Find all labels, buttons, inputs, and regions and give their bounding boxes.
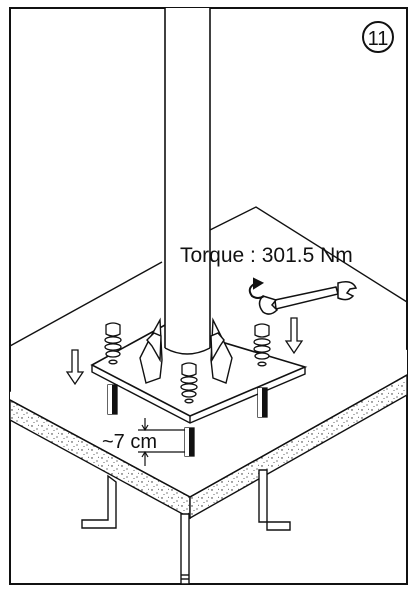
down-arrow-icon (284, 317, 304, 355)
step-badge: 11 (362, 21, 394, 53)
bolt-left (104, 322, 122, 365)
anchor-tips (107, 384, 268, 457)
down-arrow-icon (65, 349, 85, 386)
gusset-plates (139, 317, 233, 384)
bolt-right (253, 323, 271, 367)
depth-label: ~7 cm (102, 431, 157, 453)
room-outline (9, 206, 408, 347)
step-number: 11 (368, 28, 389, 50)
bolt-front (180, 362, 198, 404)
rotate-arrow-icon (248, 277, 265, 299)
torque-label: Torque : 301.5 Nm (180, 244, 353, 267)
wrench-icon (258, 281, 358, 315)
anchor-rods (81, 469, 291, 585)
dimension-marker (138, 418, 185, 466)
pole (164, 8, 211, 355)
